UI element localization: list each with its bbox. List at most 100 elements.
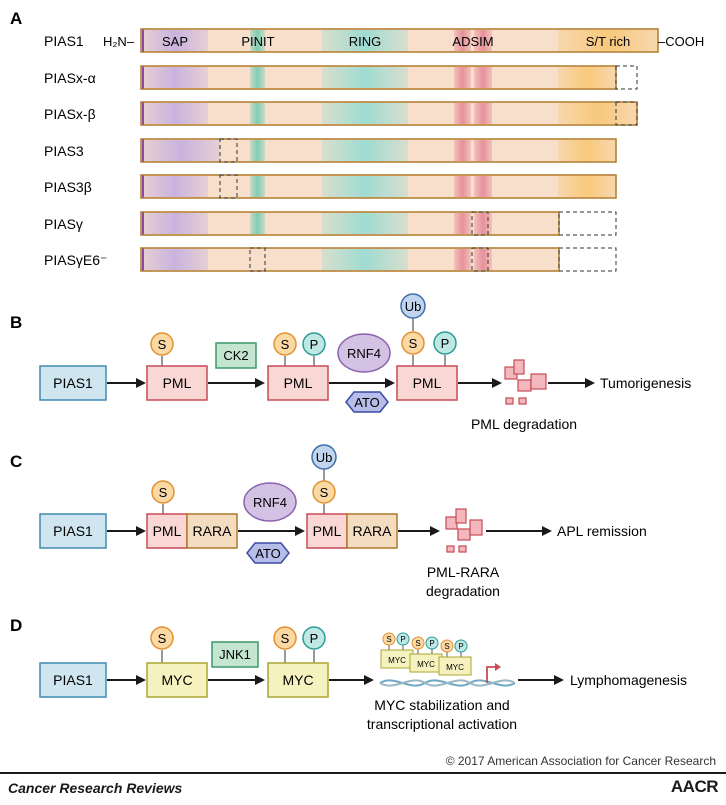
outcome-tumorigenesis: Tumorigenesis (600, 375, 691, 391)
protein-row: PIASγ (44, 211, 617, 236)
domain-sap (142, 103, 208, 124)
sumo-badge (382, 632, 396, 646)
deleted-region (558, 211, 617, 236)
myc-mini-label: MYC (446, 663, 464, 672)
myc-label: MYC (282, 672, 313, 688)
panel-a-letter: A (10, 9, 22, 28)
protein-name: PIAS1 (44, 33, 84, 49)
domain-sim (454, 176, 471, 197)
phospho-badge (425, 636, 439, 650)
sumo-label: S (320, 485, 329, 500)
domain-pinit (250, 103, 265, 124)
phospho-label: P (310, 631, 319, 646)
ato-label: ATO (255, 546, 281, 561)
promoter-arrow-head (495, 663, 501, 671)
phospho-badge (396, 632, 410, 646)
domain-sap (142, 249, 208, 270)
outcome-lymphomagenesis: Lymphomagenesis (570, 672, 687, 688)
phospho-badge (302, 332, 326, 356)
fragment (518, 397, 527, 405)
deleted-region (471, 211, 489, 236)
domain-sim (454, 67, 471, 88)
fragment (458, 545, 467, 553)
fragment (455, 508, 467, 524)
pias1-box (39, 365, 107, 401)
degradation-fragments (445, 508, 483, 553)
protein-outline (140, 65, 617, 90)
deleted-region (615, 101, 638, 126)
domain-sap (142, 176, 208, 197)
domain-sim (474, 103, 492, 124)
fragment (469, 519, 483, 536)
sumo-label: S (415, 639, 420, 648)
outcome-apl-remission: APL remission (557, 523, 647, 539)
rnf4-oval (337, 333, 391, 373)
phospho-badge (302, 626, 326, 650)
sumo-label: S (444, 642, 449, 651)
protein-row: PIAS3 (44, 138, 617, 163)
pml-box (267, 365, 329, 401)
domain-ring (322, 140, 408, 161)
protein-name: PIASγE6⁻ (44, 252, 107, 268)
rnf4-label: RNF4 (347, 346, 381, 361)
protein-outline (140, 174, 617, 199)
panel-b-letter: B (10, 313, 22, 332)
fragment (530, 373, 547, 390)
domain-sim (454, 249, 471, 270)
domain-sim (454, 103, 471, 124)
domain-pinit (250, 213, 265, 234)
pias1-box (39, 662, 107, 698)
fragment (445, 516, 458, 530)
phospho-label: P (441, 336, 450, 351)
myc-mini-1: S P MYC (380, 632, 414, 669)
fragment (517, 379, 532, 392)
domain-st (558, 30, 658, 51)
domain-ring (322, 176, 408, 197)
domain-ring (322, 213, 408, 234)
deleted-region (219, 174, 238, 199)
rara-box (186, 513, 238, 549)
pml-label: PML (153, 523, 182, 539)
domain-sap (142, 140, 220, 161)
protein-name: PIASx-α (44, 70, 96, 86)
pml-label: PML (163, 375, 192, 391)
domain-sim (474, 176, 492, 197)
domain-st (558, 67, 616, 88)
c-terminus-label: –COOH (658, 34, 704, 49)
pias1-label: PIAS1 (53, 523, 93, 539)
journal-name: Cancer Research Reviews (8, 780, 183, 796)
ubiquitin-label: Ub (405, 299, 422, 314)
domain-sim (474, 67, 492, 88)
myc-box (267, 662, 329, 698)
domain-pinit (250, 67, 265, 88)
rara-box (346, 513, 398, 549)
ubiquitin-badge (311, 444, 337, 470)
pml-box (396, 365, 458, 401)
domain-sap (142, 67, 208, 88)
domain-sim (474, 140, 492, 161)
pias1-label: PIAS1 (53, 375, 93, 391)
ck2-label: CK2 (223, 348, 248, 363)
sumo-badge (411, 636, 425, 650)
protein-row: PIAS1 (44, 28, 659, 53)
domain-ring (322, 103, 408, 124)
protein-row: PIASx-α (44, 65, 638, 90)
domain-st (558, 103, 637, 124)
deleted-region (249, 247, 266, 272)
protein-row: PIAS3β (44, 174, 617, 199)
ubiquitin-label: Ub (316, 450, 333, 465)
domain-sap (142, 30, 208, 51)
sumo-badge (401, 331, 425, 355)
pias1-box (39, 513, 107, 549)
sumo-label: S (409, 336, 418, 351)
domain-sim (454, 30, 471, 51)
jnk1-label: JNK1 (219, 647, 251, 662)
sumo-label: S (281, 337, 290, 352)
myc-mini-label: MYC (388, 656, 406, 665)
domain-pinit (250, 176, 265, 197)
domain-st (558, 176, 616, 197)
domain-ring (322, 249, 408, 270)
rara-label: RARA (353, 523, 393, 539)
pias1-label: PIAS1 (53, 672, 93, 688)
